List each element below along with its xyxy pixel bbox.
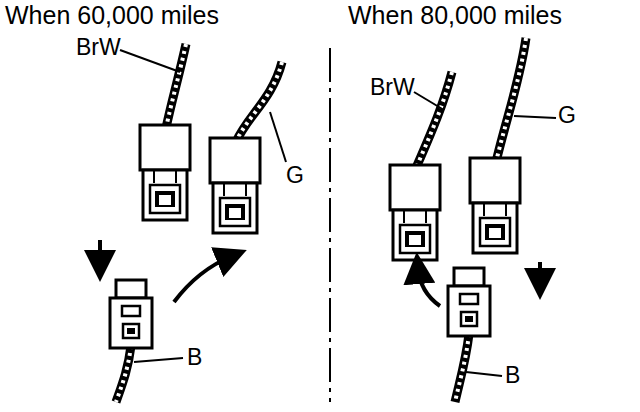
wire-color-label: B — [187, 346, 202, 369]
wire-color-label: G — [286, 164, 304, 187]
panel-title: When 60,000 miles — [5, 3, 219, 28]
wire-color-label: G — [558, 104, 576, 127]
wires — [116, 38, 526, 402]
wire-color-label: B — [505, 364, 520, 387]
wire-color-label: BrW — [370, 76, 415, 99]
panel-title: When 80,000 miles — [348, 3, 562, 28]
divider-line — [329, 48, 331, 402]
wire-color-label: BrW — [76, 36, 121, 59]
connector-bodies — [110, 125, 520, 348]
motion-arrows — [100, 240, 540, 306]
leader-lines — [120, 50, 556, 376]
